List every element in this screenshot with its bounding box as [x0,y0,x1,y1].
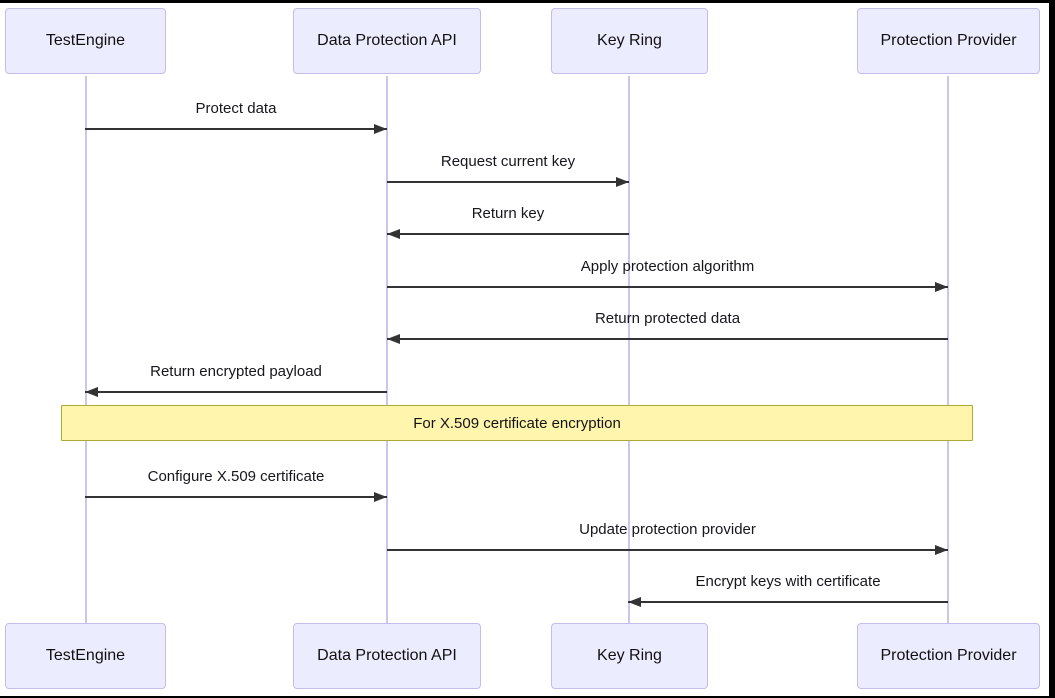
message-label: Return protected data [594,310,741,327]
lifeline-test-engine [85,76,87,623]
note-label: For X.509 certificate encryption [413,414,621,432]
actor-label: Protection Provider [880,32,1017,49]
actor-top-data-protection-api: Data Protection API [293,8,481,74]
message-request-current-key: Request current key [387,150,629,187]
actor-top-protection-provider: Protection Provider [857,8,1040,74]
arrow-line [628,597,948,607]
actor-label: Data Protection API [317,32,457,49]
actor-label: Protection Provider [880,647,1017,664]
lifeline-data-protection-api [386,76,388,623]
arrow-line [85,387,387,397]
arrow-head-icon [628,597,641,607]
lifeline-key-ring [628,76,630,623]
arrow-line [387,229,629,239]
window-border-bottom [0,696,1055,698]
message-label: Return key [471,205,545,222]
lifeline-protection-provider [947,76,949,623]
message-update-protection-provider: Update protection provider [387,518,948,555]
arrow-head-icon [935,545,948,555]
message-return-protected-data: Return protected data [387,307,948,344]
arrow-head-icon [85,387,98,397]
note-banner: For X.509 certificate encryption [61,405,973,441]
message-protect-data: Protect data [85,97,387,134]
actor-top-key-ring: Key Ring [551,8,708,74]
actor-label: Key Ring [597,647,662,664]
arrow-head-icon [374,492,387,502]
window-border-top [0,0,1055,3]
arrow-head-icon [374,124,387,134]
actor-label: TestEngine [45,647,126,664]
message-label: Return encrypted payload [150,363,322,380]
arrow-line [387,282,948,292]
arrow-line [387,334,948,344]
message-configure-x509-certificate: Configure X.509 certificate [85,465,387,502]
message-label: Encrypt keys with certificate [695,573,881,590]
actor-label: TestEngine [45,32,126,49]
actor-label: Data Protection API [317,647,457,664]
arrow-head-icon [387,334,400,344]
actor-bottom-key-ring: Key Ring [551,623,708,689]
arrow-head-icon [935,282,948,292]
arrow-line [387,177,629,187]
message-return-key: Return key [387,202,629,239]
actor-label: Key Ring [597,32,662,49]
arrow-head-icon [387,229,400,239]
message-encrypt-keys-with-certificate: Encrypt keys with certificate [628,570,948,607]
message-label: Request current key [440,153,576,170]
arrow-head-icon [616,177,629,187]
message-label: Update protection provider [579,521,756,538]
message-label: Configure X.509 certificate [147,468,325,485]
arrow-line [85,492,387,502]
arrow-line [85,124,387,134]
actor-top-test-engine: TestEngine [5,8,166,74]
message-apply-protection-algorithm: Apply protection algorithm [387,255,948,292]
arrow-line [387,545,948,555]
message-label: Apply protection algorithm [580,258,755,275]
actor-bottom-protection-provider: Protection Provider [857,623,1040,689]
message-return-encrypted-payload: Return encrypted payload [85,360,387,397]
message-label: Protect data [195,100,277,117]
actor-bottom-test-engine: TestEngine [5,623,166,689]
window-border-right [1049,0,1055,698]
actor-bottom-data-protection-api: Data Protection API [293,623,481,689]
